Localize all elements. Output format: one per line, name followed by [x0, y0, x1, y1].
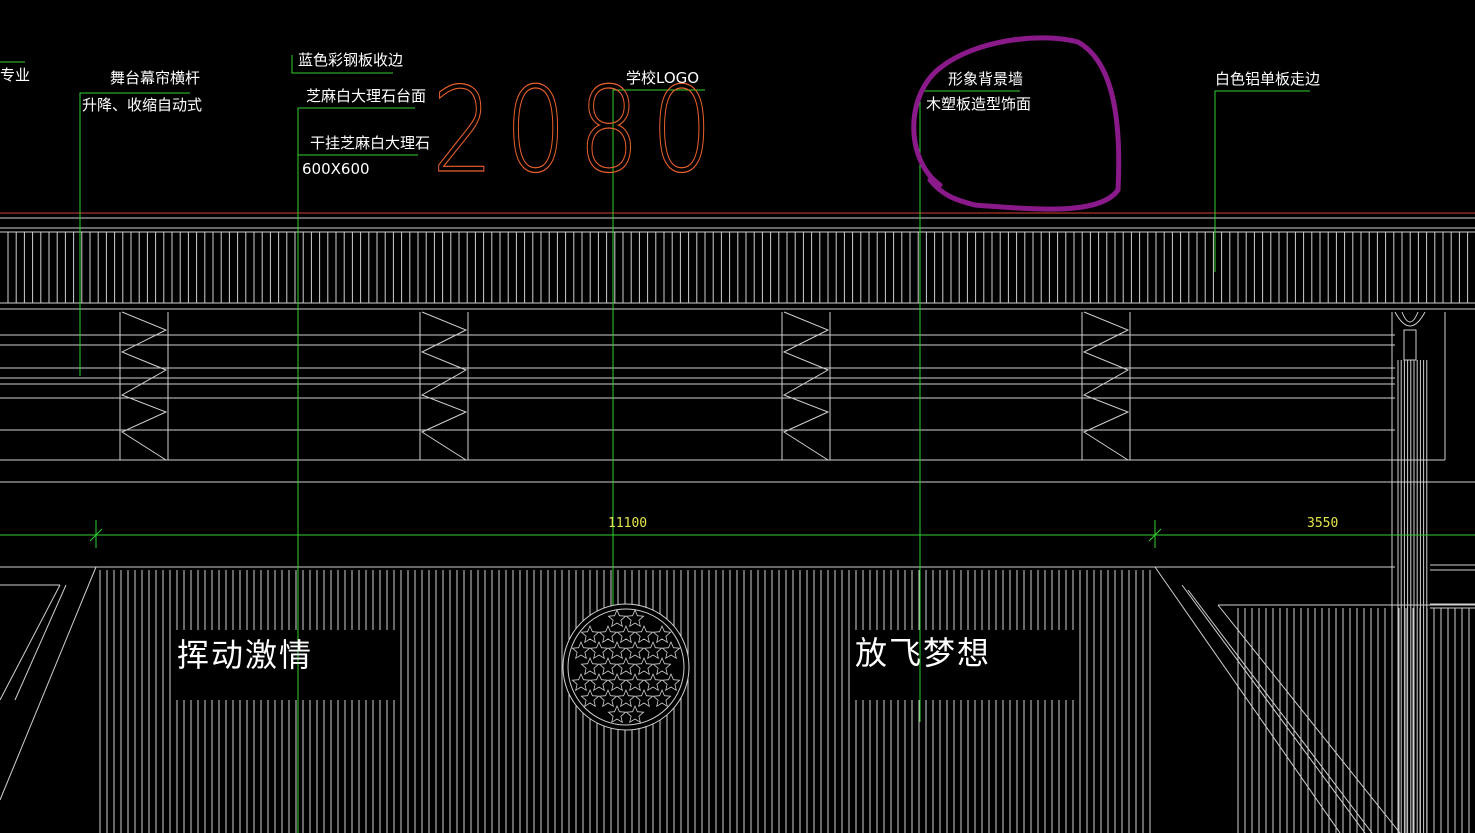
slogan-right: 放飞梦想	[855, 634, 992, 672]
label-aluminum-trim: 白色铝单板走边	[1215, 70, 1321, 88]
label-school-logo: 学校LOGO	[626, 69, 700, 87]
logo-number-outline: 2080	[432, 61, 725, 199]
markup-circle	[911, 35, 1122, 212]
curtain-rails	[0, 312, 1475, 483]
dimension-right-span: 3550	[1307, 516, 1339, 531]
label-image-wall: 形象背景墙	[948, 70, 1024, 88]
curtain-zigzags	[119, 311, 1131, 461]
label-marble-hung: 干挂芝麻白大理石	[310, 134, 431, 152]
label-marble-size: 600X600	[302, 160, 370, 178]
label-edge-left: 专业	[0, 66, 31, 84]
fascia-band	[0, 217, 1475, 310]
label-curtain-rod-note: 升降、收缩自动式	[82, 96, 203, 114]
right-column	[1391, 311, 1475, 833]
slogan-left: 挥动激情	[177, 636, 314, 674]
round-emblem	[562, 603, 690, 731]
dimension-line	[0, 520, 1475, 548]
slogan-board-left	[175, 630, 400, 700]
slogan-board-right	[850, 630, 1075, 700]
label-image-wall-note: 木塑板造型饰面	[926, 95, 1032, 113]
label-marble-top: 芝麻白大理石台面	[306, 87, 427, 105]
label-steel-trim: 蓝色彩钢板收边	[298, 51, 404, 69]
dimension-main-span: 11100	[608, 516, 648, 531]
label-curtain-rod: 舞台幕帘横杆	[110, 69, 201, 87]
